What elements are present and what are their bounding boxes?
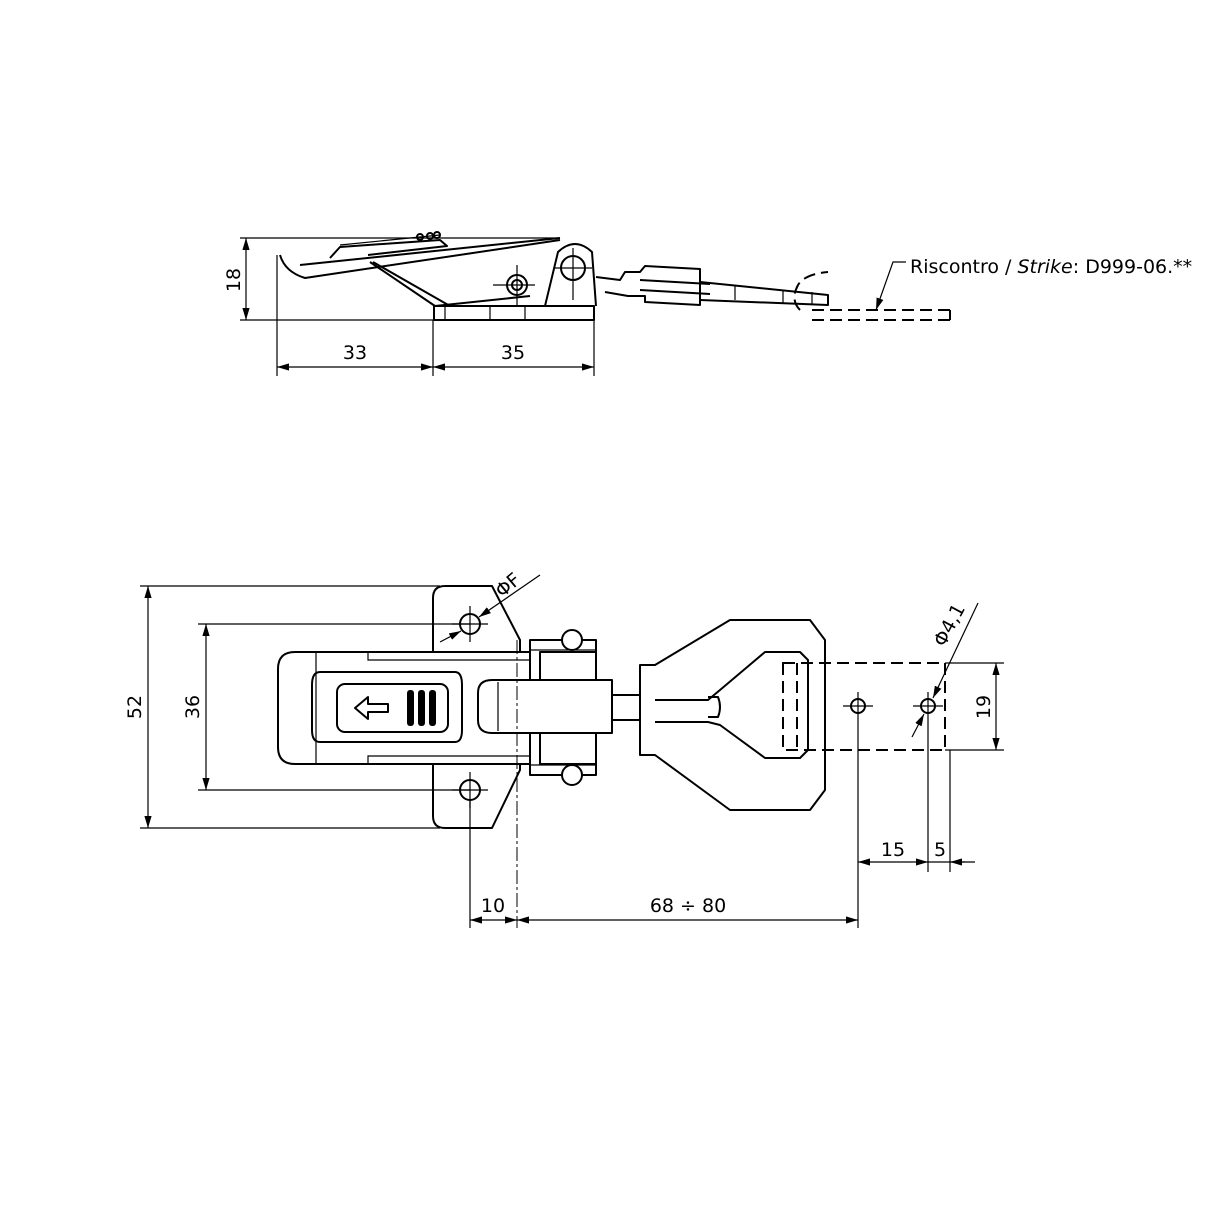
strike-callout: Riscontro / Strike: D999-06.** bbox=[875, 256, 1192, 311]
dim-19-label: 19 bbox=[973, 695, 995, 719]
dim-phi-f-label: ΦF bbox=[491, 569, 525, 602]
dim-height-label: 18 bbox=[223, 268, 245, 292]
dimension-hole-diameter: ΦF bbox=[439, 569, 541, 643]
dim-10-label: 10 bbox=[481, 895, 505, 917]
dimension-hole-spacing: 36 bbox=[182, 623, 470, 791]
dimension-strike-width: 19 bbox=[945, 662, 1004, 751]
dim-right-label: 35 bbox=[501, 342, 525, 364]
dim-phi-41-label: Φ4,1 bbox=[929, 600, 970, 650]
strike-plate-phantom bbox=[782, 662, 946, 751]
side-view: 18 33 35 Riscontro / Strike: D999-06.** bbox=[223, 231, 1192, 376]
dimension-plate-height: 52 bbox=[124, 585, 440, 829]
dimension-length: 33 35 bbox=[276, 255, 595, 376]
top-view-latch bbox=[277, 585, 826, 928]
side-view-latch bbox=[279, 231, 951, 321]
dimension-offset-range: 10 68 ÷ 80 bbox=[469, 800, 858, 928]
dimension-height: 18 bbox=[223, 237, 560, 321]
dim-36-label: 36 bbox=[182, 695, 204, 719]
top-view: 52 36 ΦF Φ4,1 19 15 5 10 68 ÷ 80 bbox=[124, 569, 1004, 928]
dim-15-label: 15 bbox=[881, 839, 905, 861]
dim-range-label: 68 ÷ 80 bbox=[650, 895, 726, 917]
dimension-strike-holes: 15 5 bbox=[857, 720, 975, 928]
dim-52-label: 52 bbox=[124, 695, 146, 719]
strike-label: Riscontro / Strike: D999-06.** bbox=[910, 256, 1192, 278]
dim-5-label: 5 bbox=[934, 839, 946, 861]
dim-left-label: 33 bbox=[343, 342, 367, 364]
